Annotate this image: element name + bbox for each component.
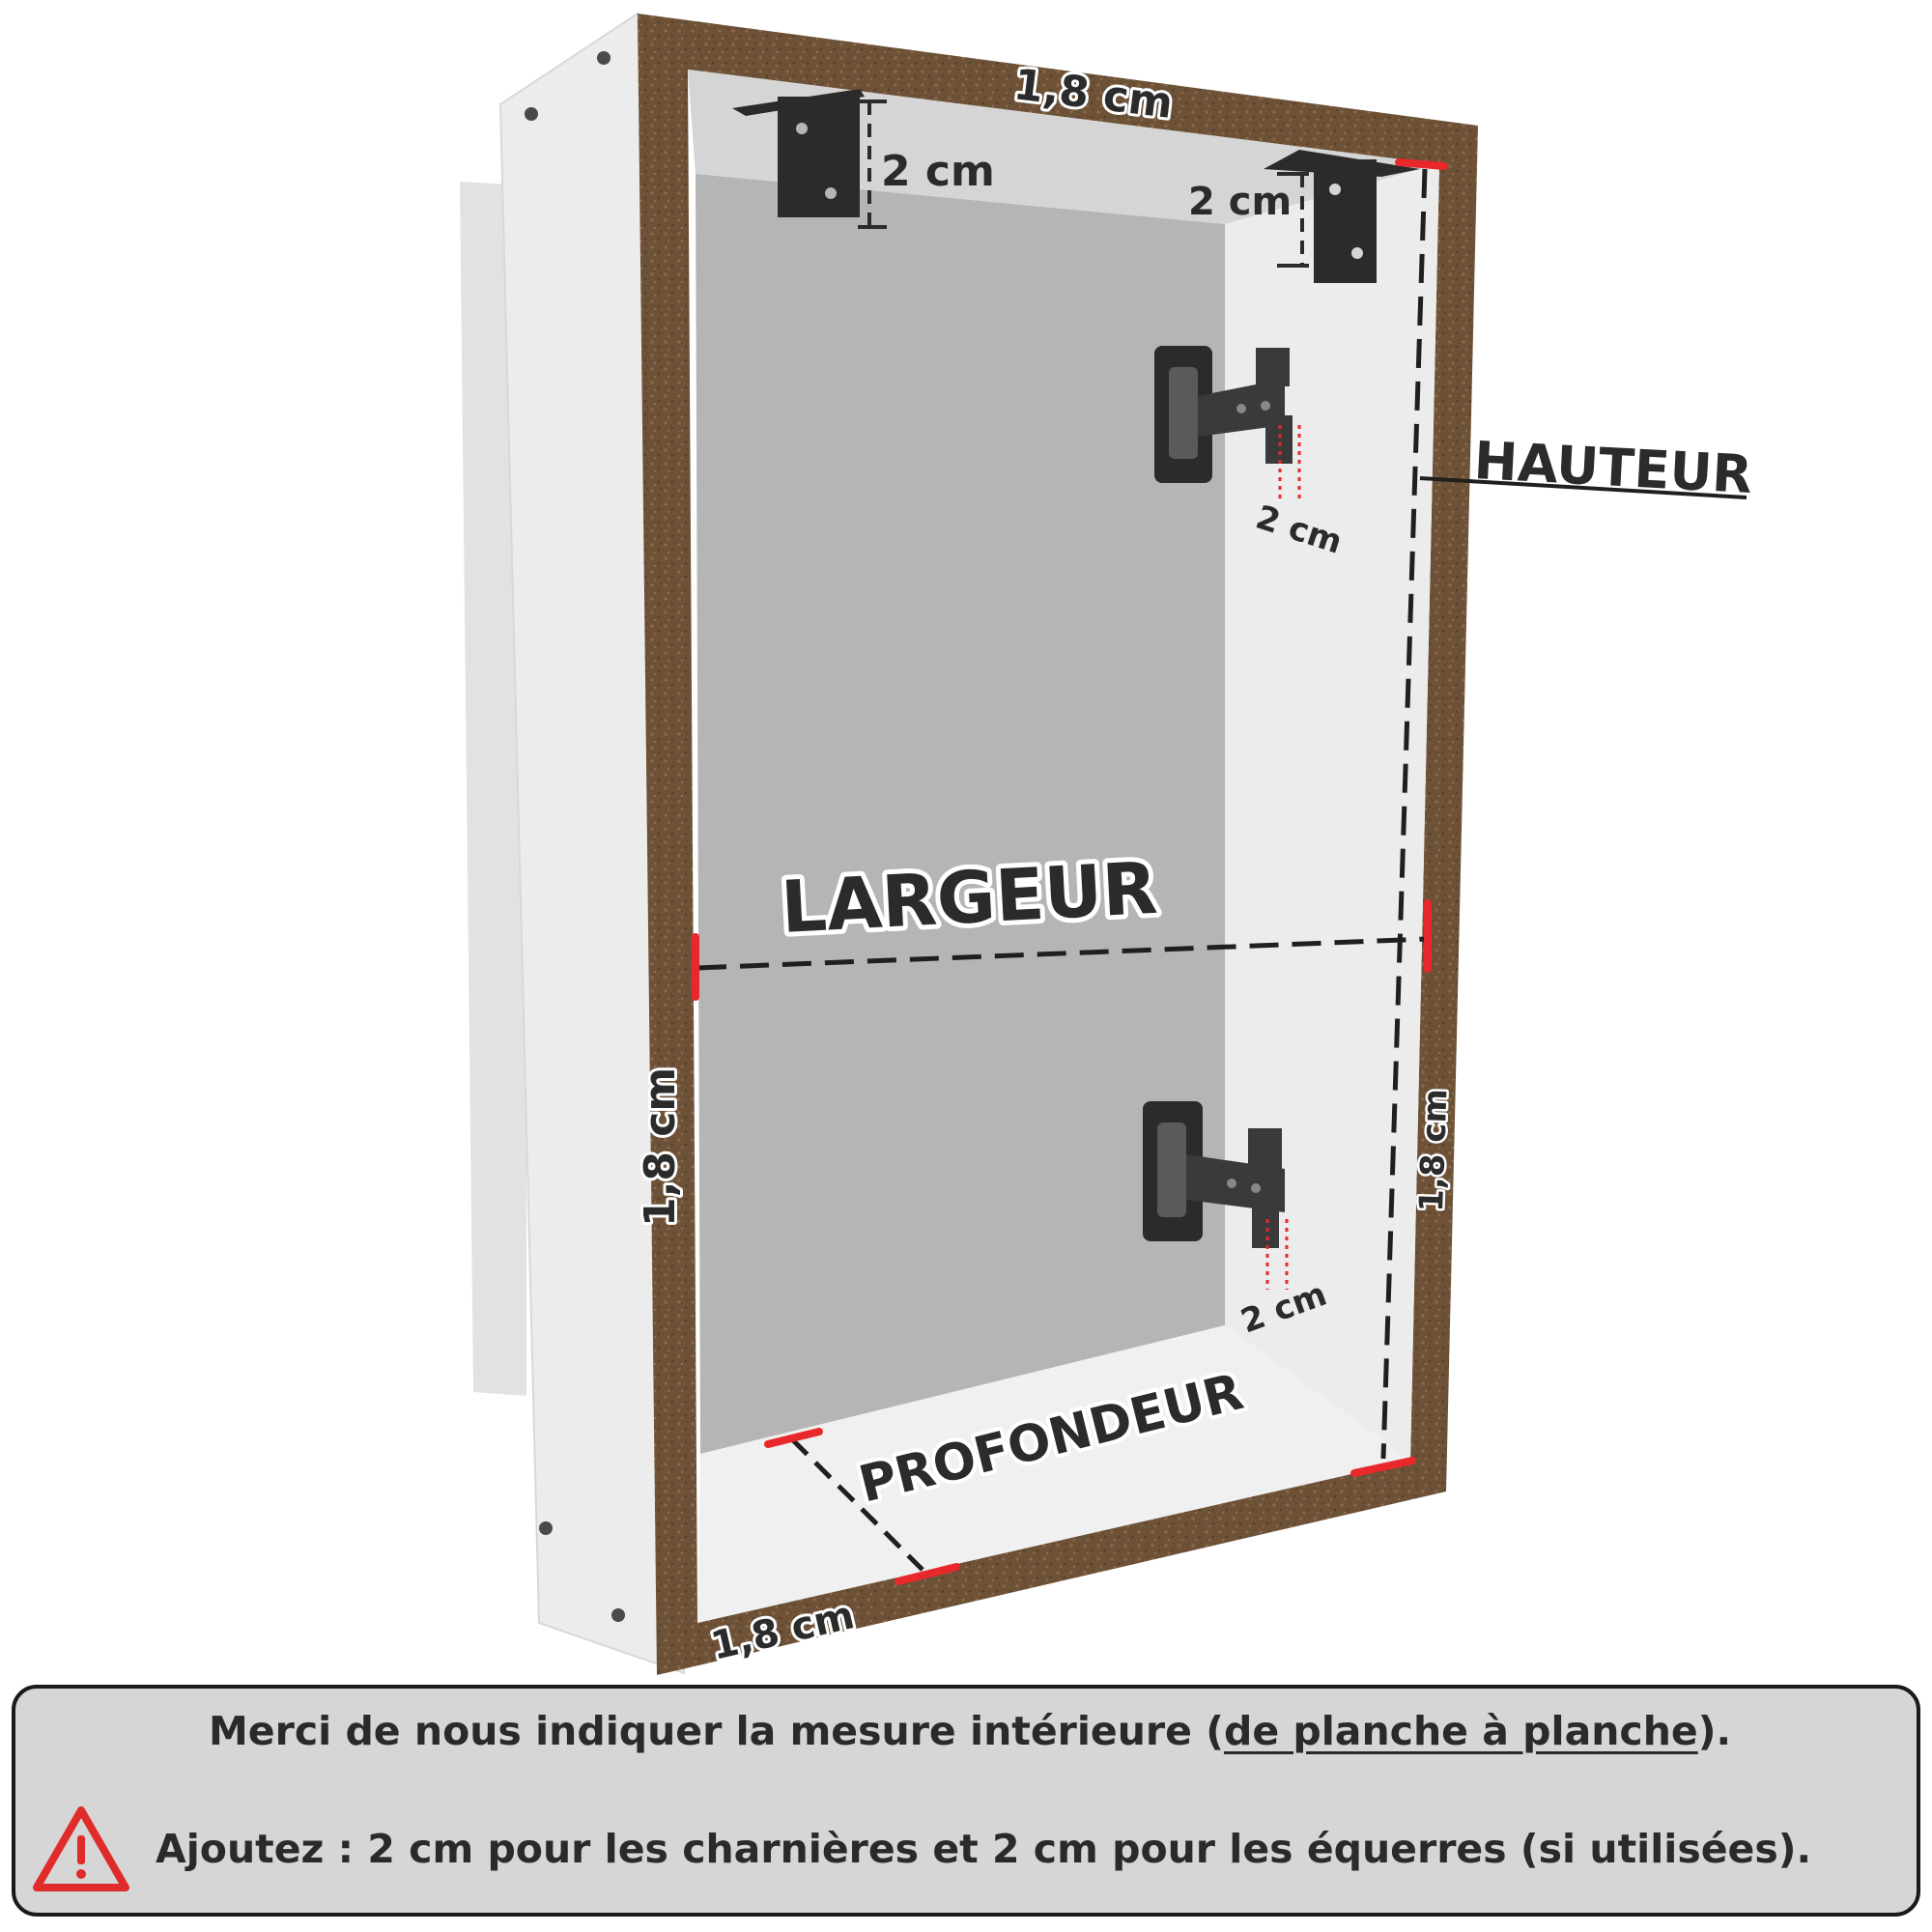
hinge-top: [1154, 346, 1293, 483]
right-panel-thickness-label: 1,8 cm: [1412, 1088, 1455, 1212]
inner-top-panel: [688, 70, 1439, 224]
screw: [611, 1608, 625, 1622]
width-dimension-line: [696, 936, 1427, 971]
bracket-left-dimension: [858, 99, 887, 229]
bracket-right-dimension: [1277, 172, 1309, 268]
notice-line-2: Ajoutez : 2 cm pour les charnières et 2 …: [156, 1826, 1812, 1872]
bracket-right-label: 2 cm: [1188, 180, 1292, 224]
warning-triangle-icon: [33, 1806, 129, 1891]
height-marker-bottom: [1350, 1457, 1416, 1477]
notice-text: ).: [1697, 1708, 1732, 1754]
corner-bracket-left: [732, 89, 865, 217]
height-dimension-line: [1380, 168, 1428, 1460]
inner-bottom-panel: [697, 1325, 1410, 1623]
corner-bracket-right: [1264, 150, 1420, 283]
hinge-bottom: [1143, 1101, 1285, 1248]
hinge-top-guides: [1278, 425, 1301, 502]
height-leader-line: [1419, 476, 1747, 499]
left-panel-thickness-label: 1,8 cm: [636, 1067, 685, 1227]
hinge-bottom-guides: [1265, 1219, 1289, 1290]
notice-underlined-text: de planche à planche: [1223, 1708, 1698, 1754]
notice-line-1: Merci de nous indiquer la mesure intérie…: [209, 1708, 1731, 1754]
depth-marker-back: [764, 1428, 823, 1448]
inner-back-panel: [696, 174, 1225, 1454]
screw: [539, 1521, 553, 1535]
screw: [525, 107, 538, 121]
notice-text: Merci de nous indiquer la mesure intérie…: [209, 1708, 1224, 1754]
depth-marker-front: [895, 1563, 960, 1585]
height-label: HAUTEUR: [1472, 430, 1753, 505]
height-marker-top: [1395, 158, 1448, 170]
bracket-left-label: 2 cm: [881, 147, 995, 196]
side-panel: [498, 12, 686, 1675]
measurement-notice: Merci de nous indiquer la mesure intérie…: [12, 1685, 1920, 1917]
screw: [597, 51, 611, 65]
